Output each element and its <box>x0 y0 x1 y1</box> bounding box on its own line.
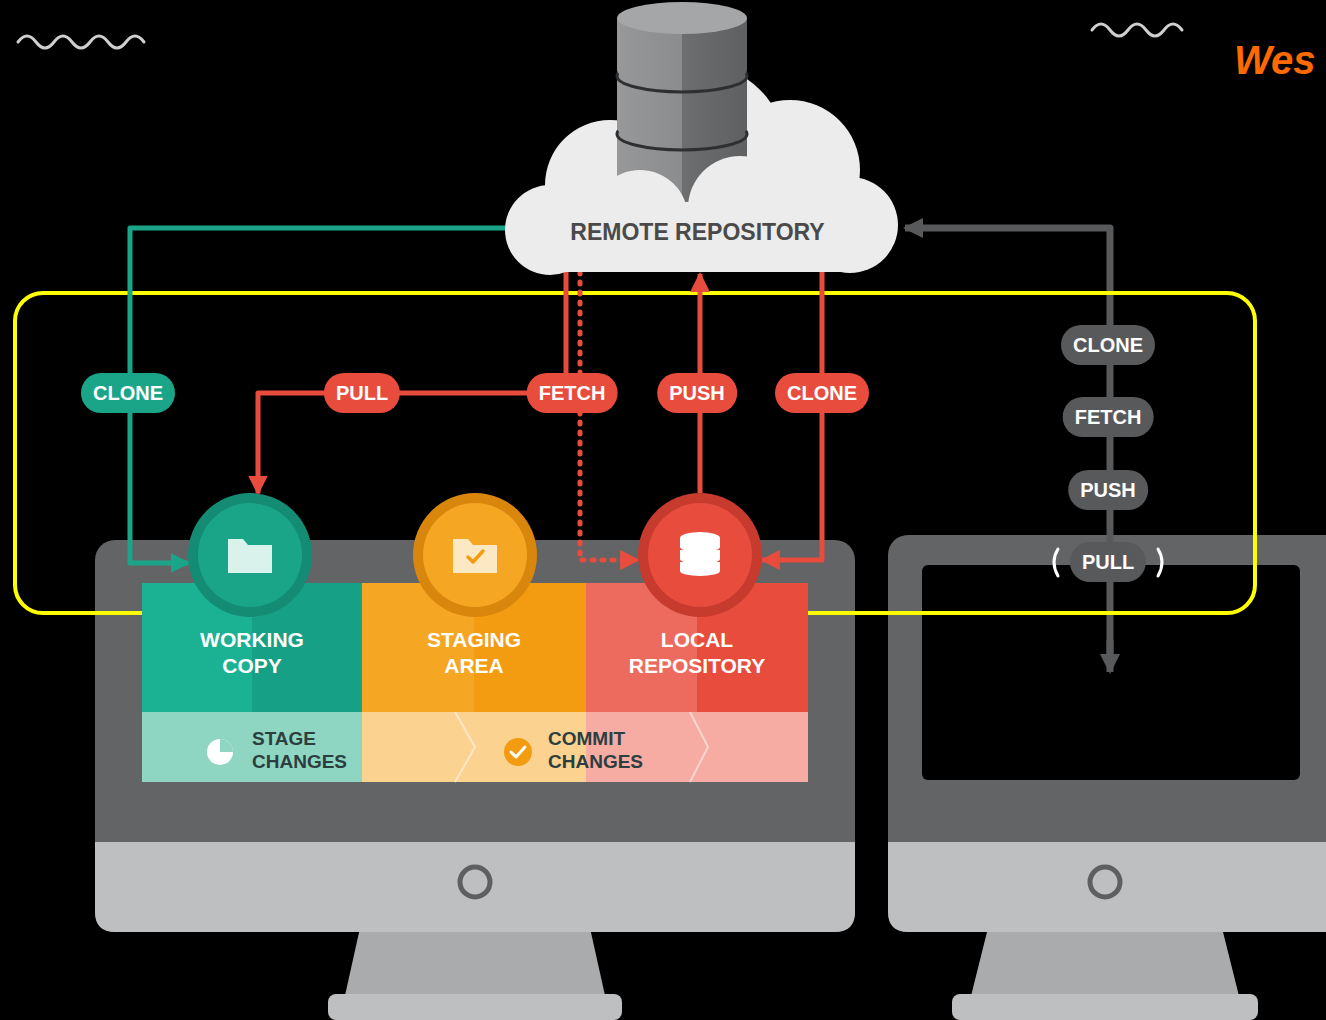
label-slot: COMMIT CHANGES <box>548 728 672 774</box>
label-slot: CLONE <box>775 373 869 413</box>
right-monitor <box>952 994 1258 1020</box>
pull-bracket <box>1158 549 1162 576</box>
db-icon <box>680 566 720 576</box>
second-computer-line <box>1107 640 1114 672</box>
node-outline <box>586 493 808 712</box>
db-icon <box>680 532 720 576</box>
node-outline <box>362 493 586 712</box>
label-slot: PUSH <box>657 373 737 413</box>
label-slot: PULL <box>1070 542 1146 582</box>
repository-label: REMOTE REPOSITORY <box>498 218 898 247</box>
left-monitor <box>95 842 855 932</box>
working-copy-box: WORKING COPY <box>142 493 362 712</box>
stage-circle <box>638 493 762 617</box>
node-outline <box>142 493 362 712</box>
right-monitor <box>1090 867 1120 897</box>
command-pill: FETCH <box>527 373 618 413</box>
command-pill: CLONE <box>81 373 175 413</box>
right-monitor <box>970 928 1240 1000</box>
stage-circle <box>413 493 537 617</box>
label-slot: PULL <box>324 373 400 413</box>
left-monitor <box>504 738 532 766</box>
left-monitor <box>207 739 233 765</box>
right-monitor <box>888 842 1326 932</box>
left-monitor <box>220 739 233 752</box>
command-pill: PULL <box>324 373 400 413</box>
command-pill: PULL <box>1070 542 1146 582</box>
connector-arrow <box>258 272 566 494</box>
stage-circle <box>198 503 302 607</box>
left-monitor <box>344 928 606 1000</box>
remote-cloud: REMOTE REPOSITORY <box>490 40 905 275</box>
command-pill: PUSH <box>657 373 737 413</box>
label-slot: Wes <box>1234 38 1316 82</box>
stage-circle <box>648 503 752 607</box>
text-slot: REMOTE REPOSITORY <box>498 218 898 247</box>
command-pill: FETCH <box>1063 397 1154 437</box>
staging-area-box: STAGING AREA <box>362 493 586 712</box>
squiggle <box>18 36 144 48</box>
database-symbol <box>617 2 747 34</box>
box-icon <box>453 539 497 573</box>
label-slot: FETCH <box>1063 397 1154 437</box>
brand-watermark: Wes <box>1234 38 1316 82</box>
text-slot: STAGING AREA <box>399 627 549 680</box>
left-monitor <box>511 747 525 757</box>
stage-label: STAGING AREA <box>399 627 549 680</box>
pull-bracket <box>1054 549 1058 576</box>
text-slot: LOCAL REPOSITORY <box>602 627 792 680</box>
box-icon <box>453 539 497 573</box>
step-label: STAGE CHANGES <box>252 728 370 774</box>
dotted-connector <box>580 272 638 560</box>
command-pill: PUSH <box>1068 470 1148 510</box>
cloud-shape <box>530 150 865 272</box>
box-icon <box>468 551 483 562</box>
left-monitor <box>690 712 708 782</box>
label-slot: FETCH <box>527 373 618 413</box>
command-pill: CLONE <box>1061 325 1155 365</box>
folder-icon <box>228 539 272 573</box>
label-slot: PUSH <box>1068 470 1148 510</box>
database-symbol <box>617 112 747 144</box>
left-monitor <box>328 994 622 1020</box>
label-slot: CLONE <box>81 373 175 413</box>
highlight-frame <box>15 293 1255 613</box>
database-symbol <box>617 54 747 86</box>
local-repository-box: LOCAL REPOSITORY <box>586 493 808 712</box>
text-slot: WORKING COPY <box>177 627 327 680</box>
connector-arrow <box>762 272 822 560</box>
stage-label: WORKING COPY <box>177 627 327 680</box>
left-monitor <box>460 867 490 897</box>
label-slot: STAGE CHANGES <box>252 728 370 774</box>
stage-label: LOCAL REPOSITORY <box>602 627 792 680</box>
label-slot: CLONE <box>1061 325 1155 365</box>
command-pill: CLONE <box>775 373 869 413</box>
stage-circle <box>188 493 312 617</box>
folder-icon <box>228 539 272 573</box>
stage-circle <box>423 503 527 607</box>
db-icon <box>680 532 720 544</box>
left-monitor <box>455 712 475 782</box>
squiggle <box>1092 24 1182 36</box>
step-label: COMMIT CHANGES <box>548 728 672 774</box>
